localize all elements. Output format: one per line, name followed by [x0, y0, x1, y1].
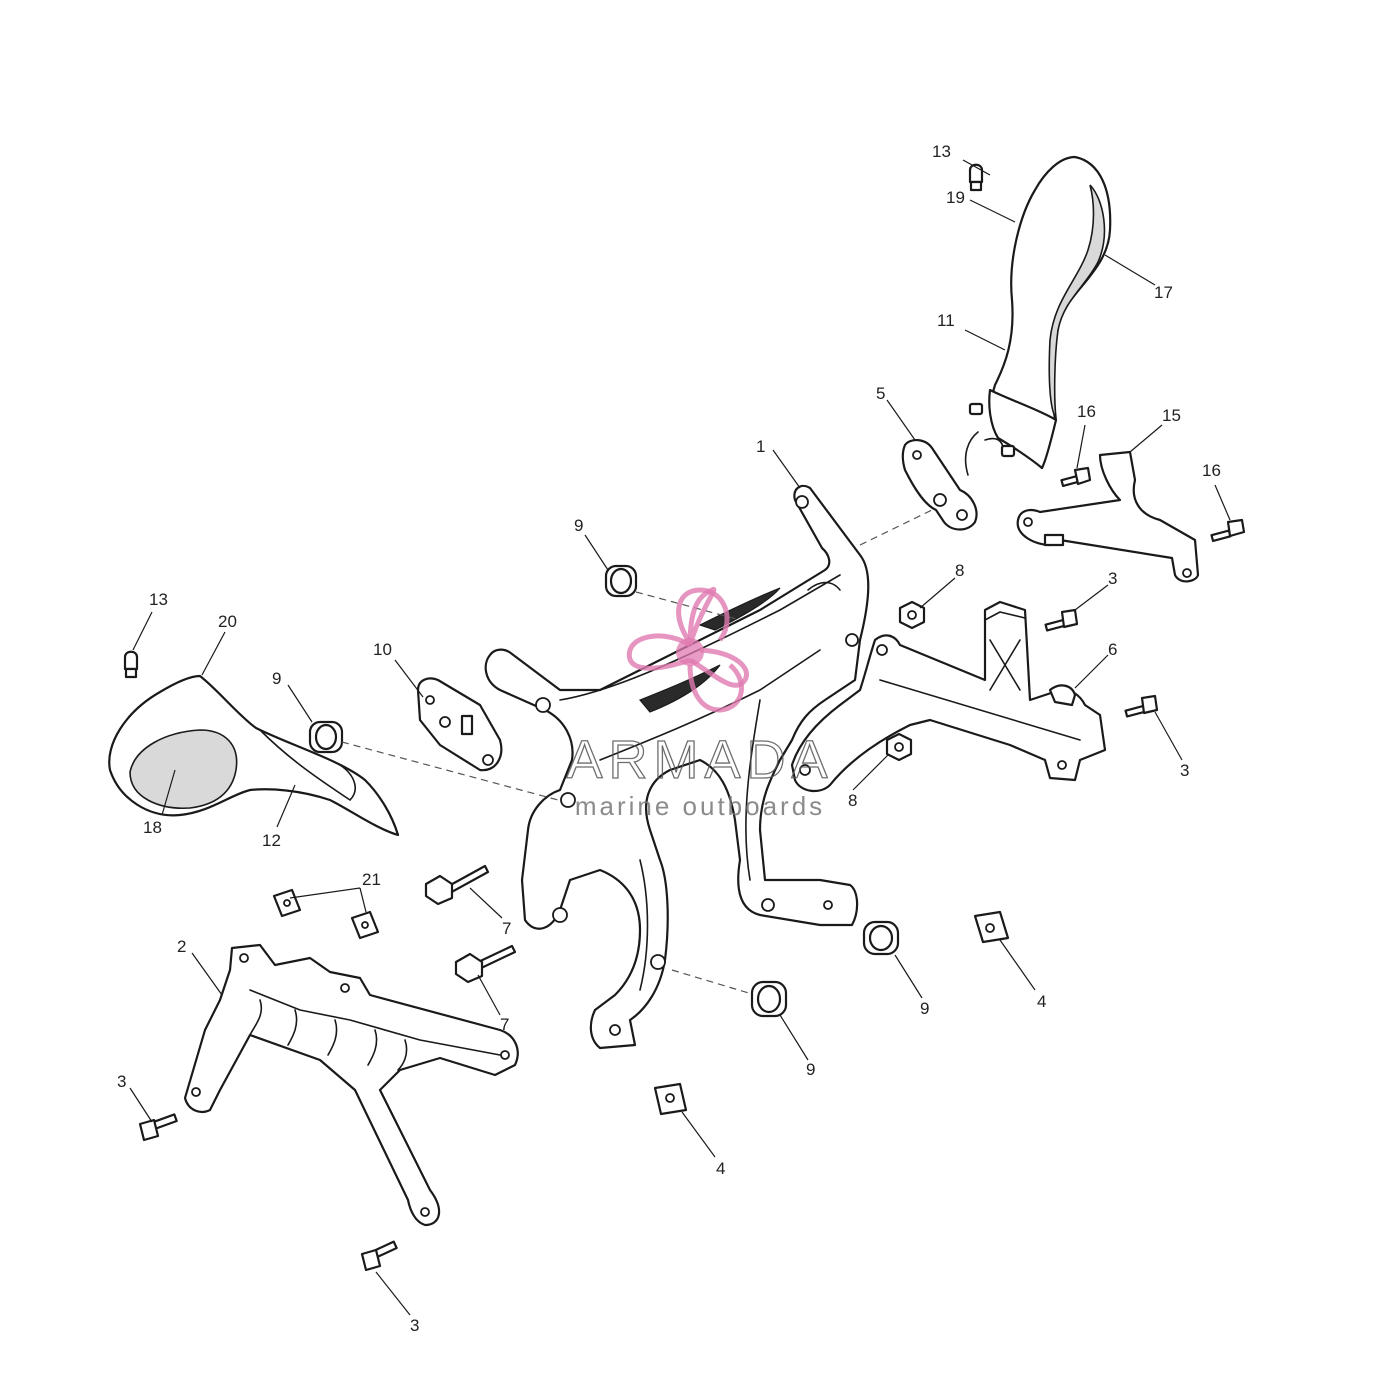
callout-9-left: 9 [272, 669, 281, 688]
bulb-13-left [123, 650, 139, 679]
assembly-lines [341, 509, 933, 995]
callout-4-bottom: 4 [716, 1159, 725, 1178]
clip-4-right [973, 910, 1010, 944]
watermark-subtitle: marine outboards [575, 791, 825, 821]
bracket-15 [1016, 450, 1200, 583]
callout-8-bottom: 8 [848, 791, 857, 810]
screw-16-left [1060, 466, 1092, 488]
grommet-9-top [604, 564, 638, 598]
callout-18: 18 [143, 818, 162, 837]
callout-labels: 1 2 3 3 3 3 4 4 5 6 7 7 8 8 9 9 9 9 10 1… [117, 142, 1221, 1335]
callout-20: 20 [218, 612, 237, 631]
grommet-9-left [308, 720, 344, 754]
watermark-title: ARMADA [566, 730, 833, 790]
callout-19: 19 [946, 188, 965, 207]
callout-3-right-bottom: 3 [1180, 761, 1189, 780]
callout-8-top: 8 [955, 561, 964, 580]
screw-3-right-top [1044, 608, 1079, 632]
right-mirror [964, 155, 1112, 476]
left-mirror [108, 674, 400, 837]
callout-16-left: 16 [1077, 402, 1096, 421]
nut-8-bottom [885, 732, 913, 762]
callout-3-bottom: 3 [410, 1316, 419, 1335]
callout-10: 10 [373, 640, 392, 659]
bolt-7-top [424, 864, 490, 906]
bracket-5 [901, 439, 978, 531]
callout-17: 17 [1154, 283, 1173, 302]
bulb-13-right [968, 163, 984, 192]
callout-9-top: 9 [574, 516, 583, 535]
clip-21-right [350, 910, 380, 940]
bolt-7-bottom [454, 944, 517, 984]
callout-5: 5 [876, 384, 885, 403]
callout-2: 2 [177, 937, 186, 956]
callout-9-bottom-mid: 9 [806, 1060, 815, 1079]
callout-4-right: 4 [1037, 992, 1046, 1011]
callout-3-right-top: 3 [1108, 569, 1117, 588]
screw-16-right [1210, 518, 1246, 543]
callout-1: 1 [756, 437, 765, 456]
nut-8-top [898, 600, 926, 630]
callout-16-right: 16 [1202, 461, 1221, 480]
screw-3-bottom [360, 1240, 398, 1272]
clip-21-left [272, 888, 302, 918]
propeller-logo-icon [626, 586, 749, 713]
grommet-9-bottom-mid [750, 980, 788, 1018]
grommet-9-bottom-right [862, 920, 900, 956]
callout-13-right: 13 [932, 142, 951, 161]
bracket-6 [790, 600, 1107, 793]
callout-11: 11 [937, 311, 955, 330]
callout-9-bottom-right: 9 [920, 999, 929, 1018]
callout-7-top: 7 [502, 919, 511, 938]
callout-15: 15 [1162, 406, 1181, 425]
screw-3-right-bottom [1124, 694, 1159, 718]
lower-bracket-2 [183, 943, 519, 1227]
leader-lines [129, 159, 1231, 1316]
armada-watermark: ARMADA marine outboards [566, 586, 833, 821]
callout-6: 6 [1108, 640, 1117, 659]
callout-12: 12 [262, 831, 281, 850]
bracket-10 [416, 677, 503, 772]
screw-3-left [138, 1113, 178, 1142]
callout-13-left: 13 [149, 590, 168, 609]
clip-4-bottom [653, 1082, 688, 1116]
callout-3-left: 3 [117, 1072, 126, 1091]
callout-7-bottom: 7 [500, 1015, 509, 1034]
main-frame-1 [484, 484, 870, 1050]
callout-21: 21 [362, 870, 381, 889]
